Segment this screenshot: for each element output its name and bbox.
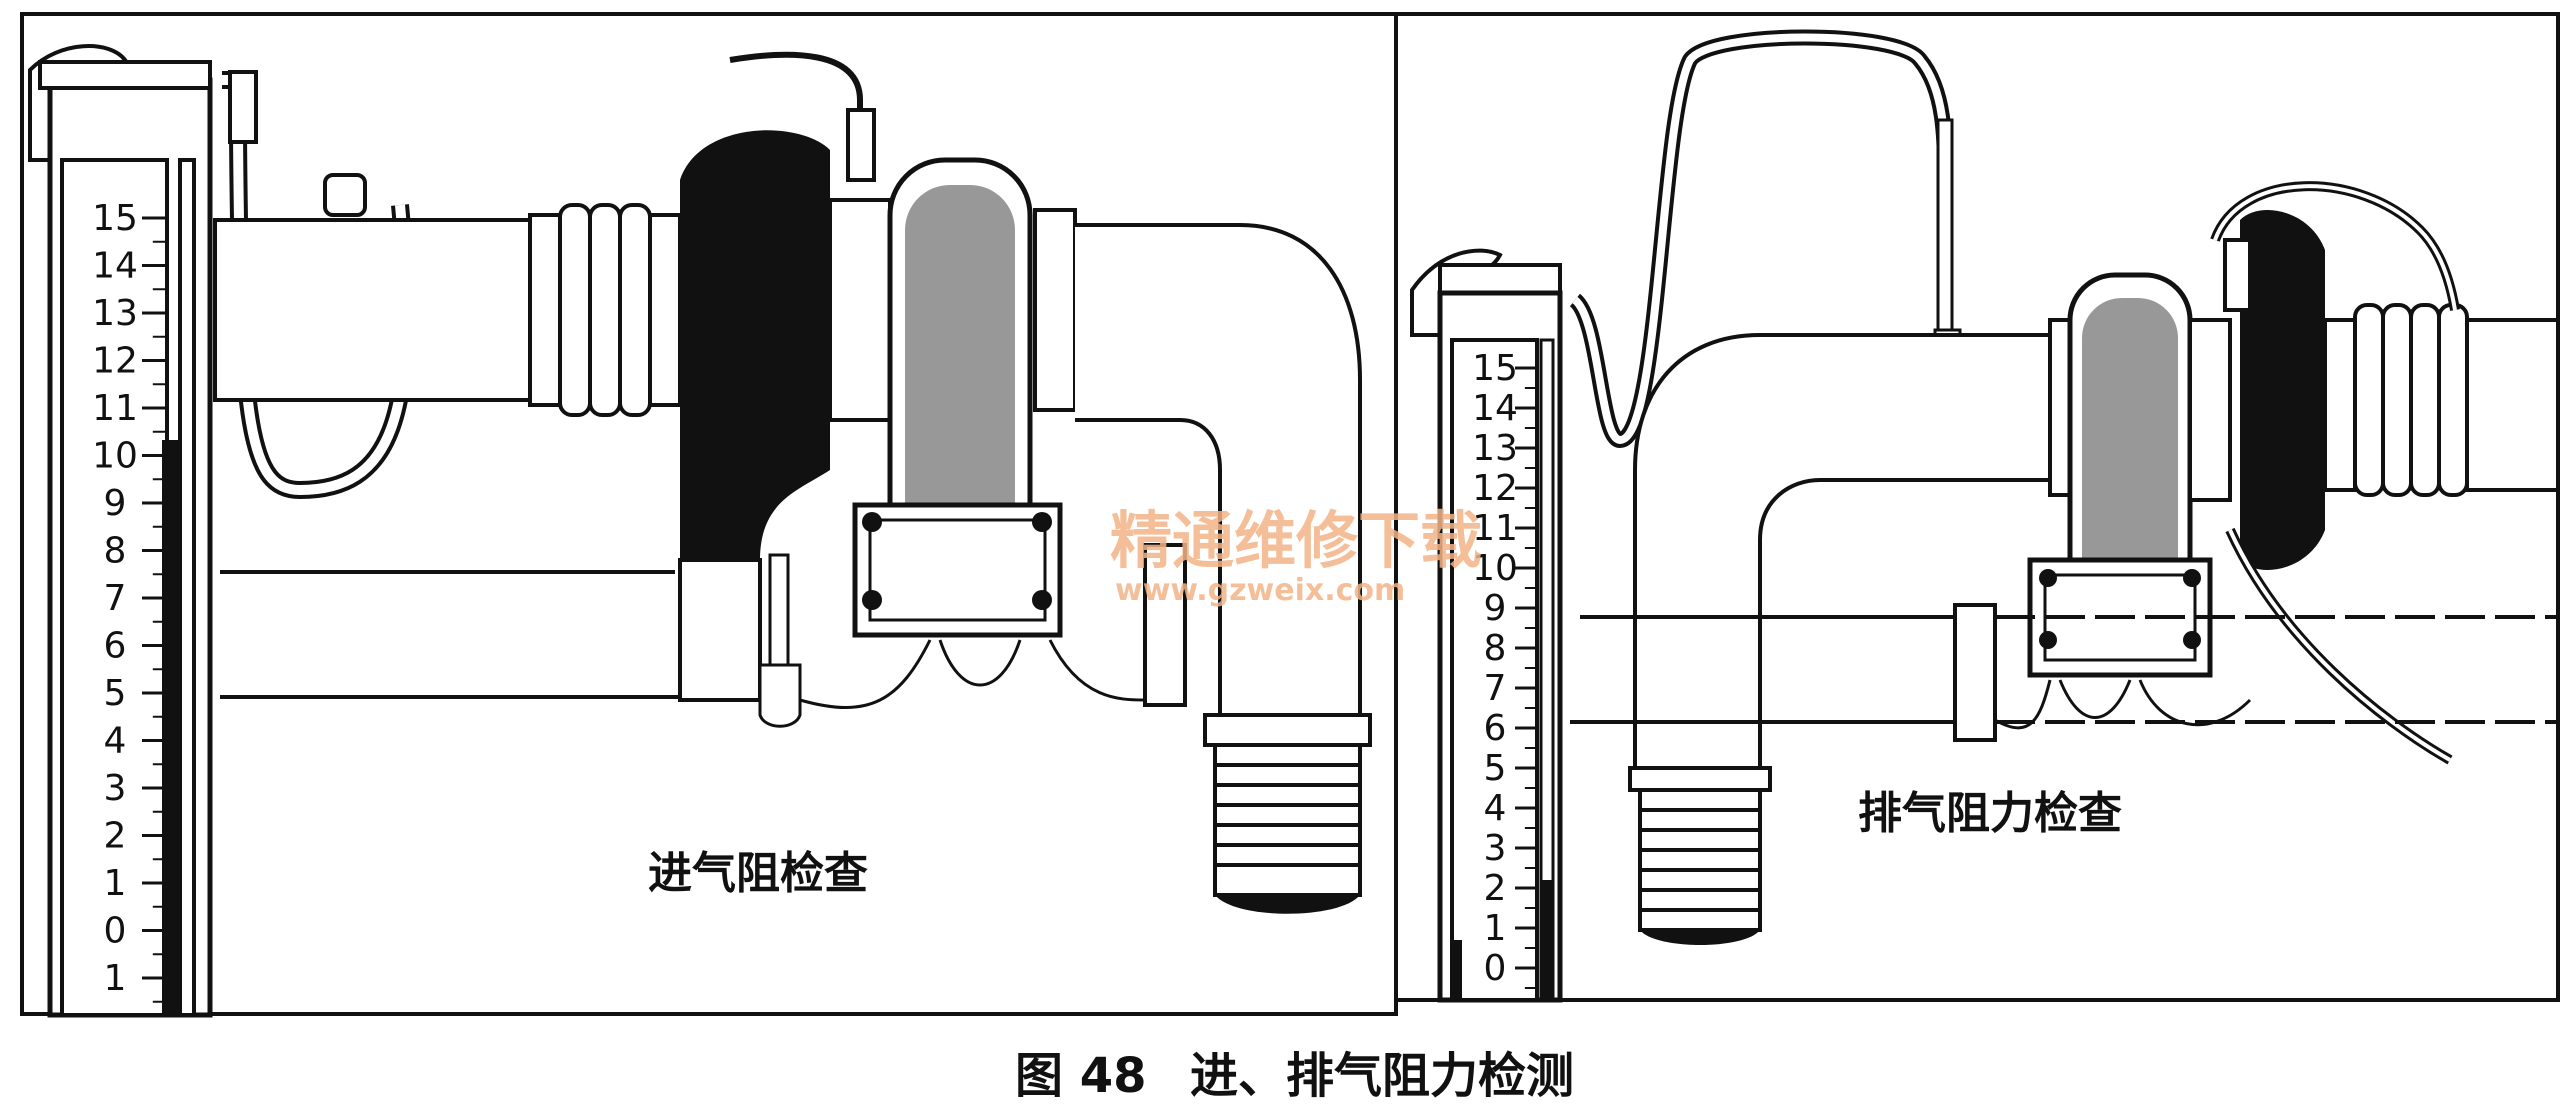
gauge-tick-label: 6 <box>1484 708 1507 749</box>
gauge-tick-label: 2 <box>1484 868 1507 909</box>
gauge-tick-label: 4 <box>104 721 127 762</box>
gauge-tick-label: 1 <box>1484 908 1507 949</box>
fluid-column-right <box>1541 880 1553 1000</box>
gauge-tick-label: 4 <box>1484 788 1507 829</box>
gauge-tick-label: 1 <box>104 958 127 999</box>
gauge-tick-label: 7 <box>1484 668 1507 709</box>
gauge-tick-label: 15 <box>92 198 138 239</box>
exhaust-check-label: 排气阻力检查 <box>1858 788 2122 839</box>
gauge-tick-label: 6 <box>104 626 127 667</box>
gauge-tick-label: 10 <box>92 436 138 477</box>
gauge-tick-label: 13 <box>92 293 138 334</box>
gauge-tick-label: 10 <box>1472 548 1518 589</box>
gauge-tick-label: 3 <box>104 768 127 809</box>
gauge-tick-label: 11 <box>1472 508 1518 549</box>
intake-check-label: 进气阻检查 <box>648 848 868 899</box>
gauge-tick-label: 12 <box>1472 468 1518 509</box>
fluid-column-left <box>162 440 182 1015</box>
gauge-tick-label: 11 <box>92 388 138 429</box>
intake-pipe-left <box>213 218 537 402</box>
gauge-tick-label: 5 <box>1484 748 1507 789</box>
gauge-tick-label: 9 <box>1484 588 1507 629</box>
gauge-tick-label: 14 <box>1472 388 1518 429</box>
caption-title: 进、排气阻力检测 <box>1190 1048 1574 1104</box>
air-filter-right <box>2240 210 2325 570</box>
watermark-line1: 精通维修下载 <box>1110 504 1482 577</box>
gauge-tick-label: 13 <box>1472 428 1518 469</box>
bellows-left <box>528 203 682 417</box>
gauge-tick-label: 9 <box>104 483 127 524</box>
gauge-tick-label: 14 <box>92 246 138 287</box>
gauge-tick-label: 5 <box>104 673 127 714</box>
gauge-tick-label: 8 <box>1484 628 1507 669</box>
figure-caption: 图 48 进、排气阻力检测 <box>1015 1048 1574 1104</box>
gauge-tick-label: 3 <box>1484 828 1507 869</box>
elbow-pipe-right <box>1633 333 2060 772</box>
watermark: 精通维修下载 www.gzweix.com <box>1110 504 1482 608</box>
elbow-pipe-left <box>1075 223 1362 722</box>
gauge-tick-label: 7 <box>104 578 127 619</box>
right-panel-frame <box>1394 12 2560 1002</box>
gauge-tick-label: 1 <box>104 863 127 904</box>
gauge-tick-label: 15 <box>1472 348 1518 389</box>
gauge-tick-label: 0 <box>1484 948 1507 989</box>
outlet-filter-left <box>1213 743 1362 897</box>
gauge-tick-label: 8 <box>104 531 127 572</box>
tailpipe-muffler-right <box>1638 788 1762 932</box>
gauge-tick-label: 0 <box>104 911 127 952</box>
gauge-tick-label: 2 <box>104 816 127 857</box>
caption-figure-number: 图 48 <box>1015 1048 1147 1104</box>
watermark-line2: www.gzweix.com <box>1115 573 1405 608</box>
intake-pipe-right <box>2465 318 2560 492</box>
gauge-tick-label: 12 <box>92 341 138 382</box>
bellows-right <box>2323 303 2469 497</box>
air-filter-left <box>680 130 830 560</box>
